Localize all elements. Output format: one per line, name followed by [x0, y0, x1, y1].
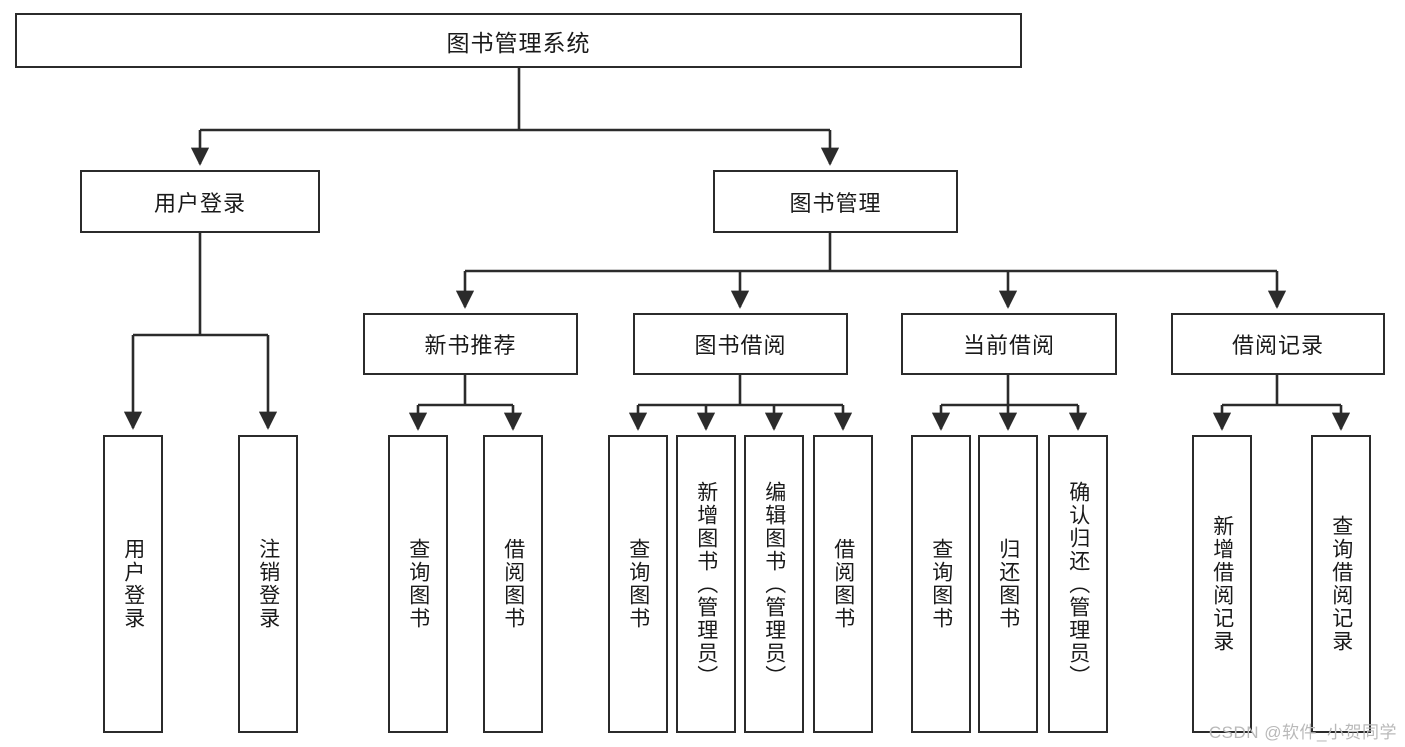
leaf-label: 归还图书 [996, 538, 1020, 630]
leaf-add-borrow-record[interactable]: 新增借阅记录 [1192, 435, 1252, 733]
leaf-query-borrow-record[interactable]: 查询借阅记录 [1311, 435, 1371, 733]
leaf-query-book-newbook[interactable]: 查询图书 [388, 435, 448, 733]
leaf-return-book[interactable]: 归还图书 [978, 435, 1038, 733]
leaf-label: 注销登录 [256, 538, 280, 630]
node-root-system[interactable]: 图书管理系统 [15, 13, 1022, 68]
leaf-label: 查询借阅记录 [1329, 515, 1353, 653]
node-new-book-recommend[interactable]: 新书推荐 [363, 313, 578, 375]
node-book-management[interactable]: 图书管理 [713, 170, 958, 233]
leaf-query-book-borrow[interactable]: 查询图书 [608, 435, 668, 733]
leaf-borrow-book[interactable]: 借阅图书 [813, 435, 873, 733]
node-book-borrow[interactable]: 图书借阅 [633, 313, 848, 375]
leaf-edit-book-admin[interactable]: 编辑图书（管理员） [744, 435, 804, 733]
leaf-query-book-current[interactable]: 查询图书 [911, 435, 971, 733]
leaf-user-login[interactable]: 用户登录 [103, 435, 163, 733]
leaf-confirm-return-admin[interactable]: 确认归还（管理员） [1048, 435, 1108, 733]
leaf-label: 编辑图书（管理员） [762, 480, 786, 688]
leaf-label: 借阅图书 [501, 538, 525, 630]
leaf-borrow-book-newbook[interactable]: 借阅图书 [483, 435, 543, 733]
leaf-label: 确认归还（管理员） [1066, 480, 1090, 688]
node-borrow-records[interactable]: 借阅记录 [1171, 313, 1385, 375]
leaf-label: 借阅图书 [831, 538, 855, 630]
leaf-label: 新增图书（管理员） [694, 480, 718, 688]
leaf-label: 查询图书 [626, 538, 650, 630]
node-user-login[interactable]: 用户登录 [80, 170, 320, 233]
leaf-add-book-admin[interactable]: 新增图书（管理员） [676, 435, 736, 733]
leaf-label: 用户登录 [121, 538, 145, 630]
leaf-label: 查询图书 [406, 538, 430, 630]
leaf-label: 查询图书 [929, 538, 953, 630]
leaf-label: 新增借阅记录 [1210, 515, 1234, 653]
node-current-borrow[interactable]: 当前借阅 [901, 313, 1117, 375]
leaf-user-logout[interactable]: 注销登录 [238, 435, 298, 733]
